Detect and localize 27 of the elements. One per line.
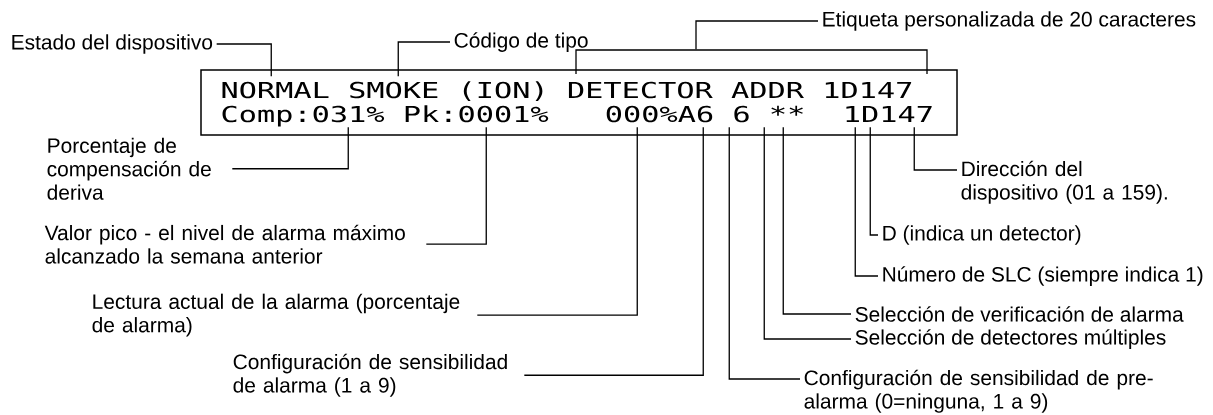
callout-text: Lectura actual de la alarma (porcentaje de alarma) [92, 293, 460, 337]
callout-text: D (indica un detector) [883, 225, 1081, 245]
leader-line [869, 126, 879, 236]
callout-text: Configuración de sensibilidad de pre-alarma (0=ninguna, 1 a 9) [804, 369, 1153, 413]
leader-line [728, 126, 801, 380]
callout-text: Dirección del dispositivo (01 a 159). [961, 160, 1167, 204]
callout-text: Valor pico - el nivel de alarma máximo alcanzado la semana anterior [44, 224, 405, 264]
callout-text: Selección de detectores múltiples [855, 329, 1166, 349]
callout-text: Selección de verificación de alarma [855, 306, 1184, 322]
leader-line [216, 43, 272, 77]
callout-text: Número de SLC (siempre indica 1) [883, 266, 1203, 286]
leader-line [854, 126, 879, 277]
lcd-display: NORMAL SMOKE (ION) DETECTOR ADDR 1D147 Comp:031% Pk:0001% 000%A6 6 ** 1D147 [200, 69, 958, 136]
leader-line [231, 126, 349, 170]
callout-text: Porcentaje de compensación de deriva [47, 137, 211, 200]
callout-text: Estado del dispositivo [12, 34, 213, 54]
leader-line [523, 126, 704, 376]
leader-line [913, 126, 958, 171]
callout-text: Código de tipo [454, 32, 588, 52]
leader-line [476, 126, 638, 316]
callout-text: Configuración de sensibilidad de alarma (1 a 9) [233, 353, 507, 397]
leader-line [425, 126, 487, 245]
callout-text: Etiqueta personalizada de 20 caracteres [823, 11, 1196, 31]
leader-line [782, 126, 852, 315]
leader-line [763, 126, 852, 340]
leader-line [397, 41, 451, 77]
leader-line [695, 20, 819, 50]
